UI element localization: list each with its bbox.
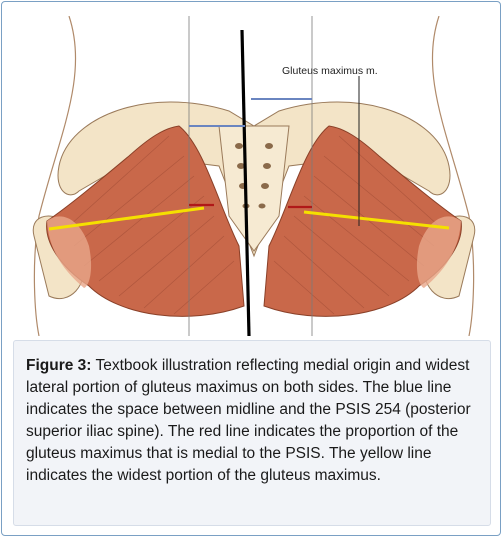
caption-text: Textbook illustration reflecting medial …: [26, 357, 471, 484]
yellow-line-right: [303, 210, 450, 230]
caption-title: Figure 3:: [26, 357, 92, 374]
right-muscle-fibers: [273, 135, 440, 315]
figure-caption: Figure 3: Textbook illustration reflecti…: [26, 355, 478, 487]
caption-box: Figure 3: Textbook illustration reflecti…: [13, 340, 491, 526]
left-muscle-fibers: [68, 135, 235, 315]
midline: [240, 29, 251, 336]
sacral-foramina: [235, 143, 273, 209]
gluteus-illustration: Gluteus maximus m.: [29, 16, 479, 336]
sacrum: [218, 125, 290, 252]
muscle-label: Gluteus maximus m.: [282, 65, 378, 77]
yellow-line-left: [48, 206, 205, 231]
hip-outline: [33, 16, 77, 336]
